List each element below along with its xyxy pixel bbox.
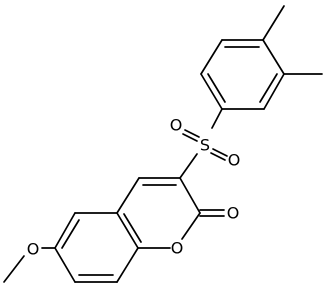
carbonyl-oxygen-label: O [227, 204, 240, 223]
bond [116, 177, 140, 214]
sulfonyl-oxygen-label: O [170, 116, 183, 135]
bond [210, 152, 226, 161]
bond [184, 129, 200, 138]
bond [263, 73, 285, 110]
atom-label-group: S O O O O O [27, 116, 241, 259]
bond [262, 39, 285, 75]
sulfur-atom-label: S [200, 136, 210, 155]
bond [259, 73, 278, 103]
bond [61, 219, 80, 249]
bond [54, 212, 76, 249]
bond [179, 153, 198, 179]
bond [181, 212, 201, 240]
bond [54, 247, 76, 283]
bond [116, 212, 139, 249]
ring-oxygen-label: O [171, 239, 184, 258]
methoxy-oxygen-label: O [27, 240, 40, 259]
bond [116, 247, 139, 283]
bond [207, 73, 226, 103]
bond [262, 5, 285, 41]
bond [200, 73, 223, 110]
bond [211, 108, 223, 129]
bond-group [3, 5, 323, 283]
bond [179, 177, 201, 214]
bond [212, 148, 228, 157]
bond [123, 213, 142, 243]
bond [200, 39, 223, 75]
sulfonyl-oxygen-label: O [228, 151, 241, 170]
bond [3, 255, 25, 283]
bond [182, 133, 198, 142]
